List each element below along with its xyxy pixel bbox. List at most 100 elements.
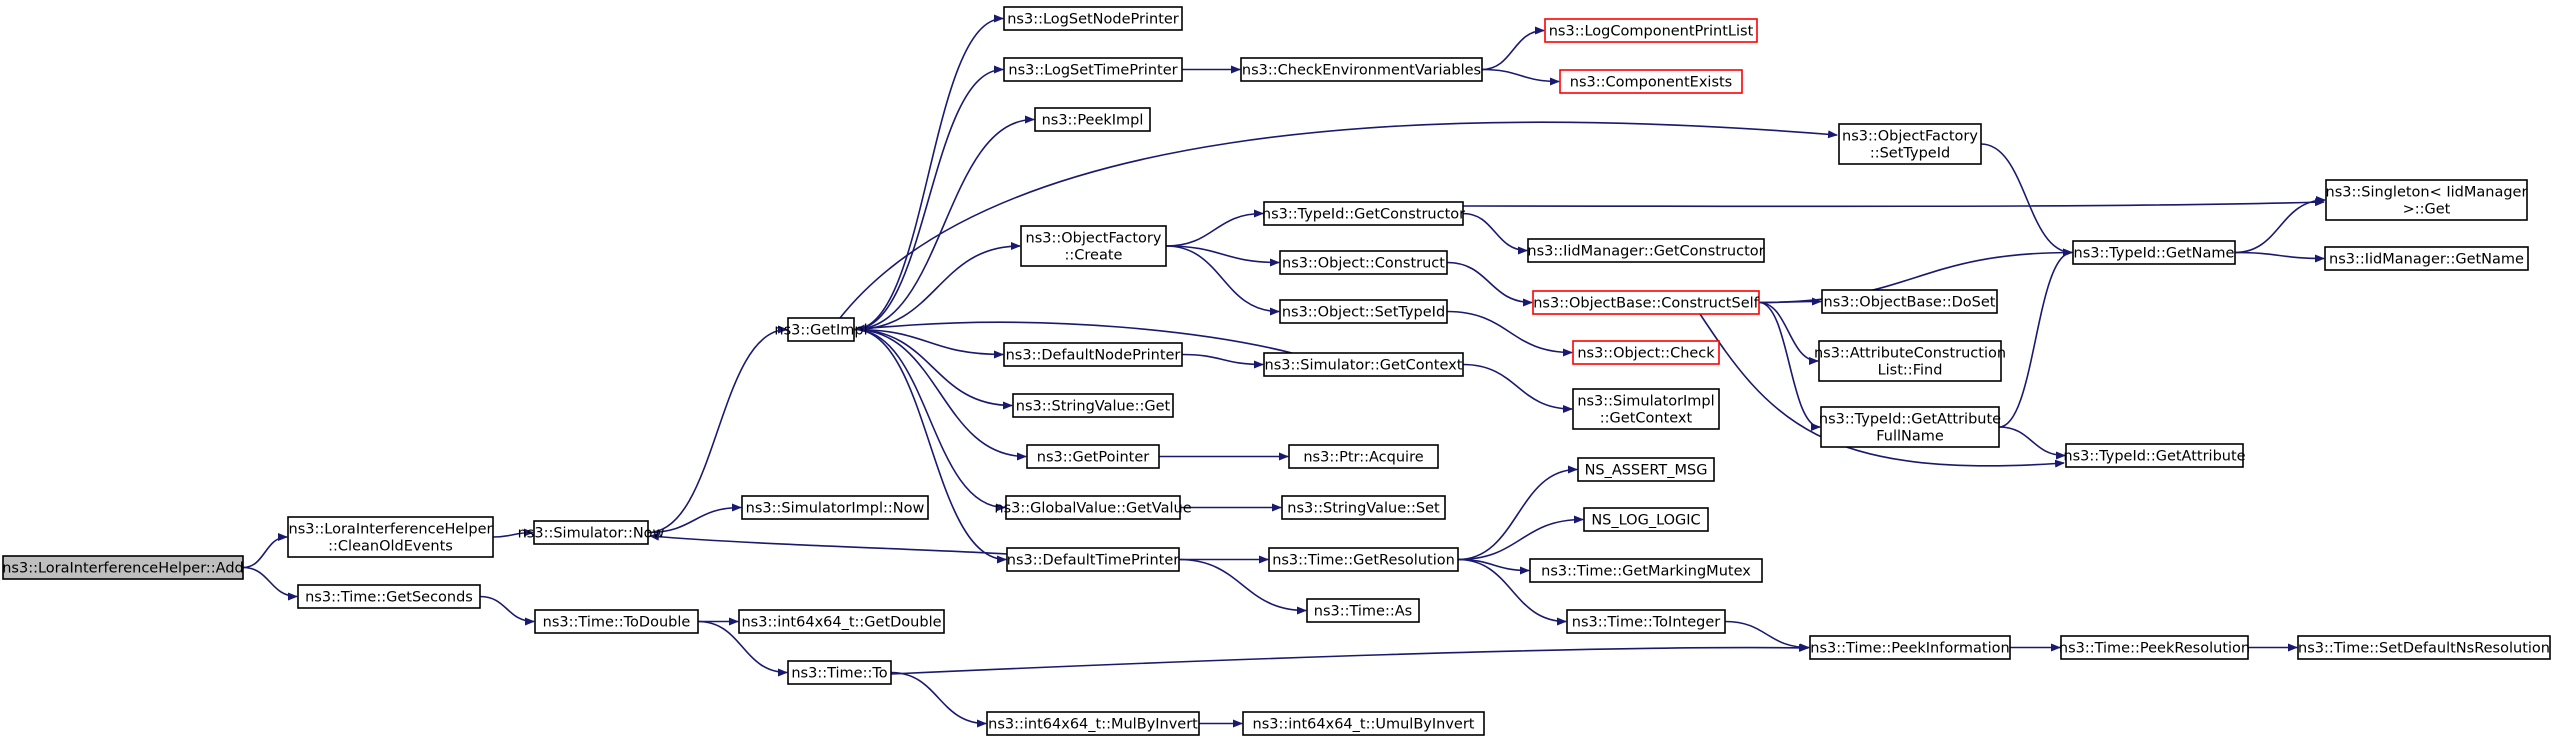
edges-layer <box>242 14 2326 728</box>
node-getpointer[interactable]: ns3::GetPointer <box>1026 444 1160 469</box>
node-label: List::Find <box>1878 363 1943 379</box>
node-box <box>1026 444 1160 469</box>
node-timeas[interactable]: ns3::Time::As <box>1306 598 1420 623</box>
node-strvalset[interactable]: ns3::StringValue::Set <box>1281 495 1446 520</box>
node-getimpl[interactable]: ns3::GetImpl <box>774 317 868 342</box>
node-label: ns3::LogSetTimePrinter <box>1008 63 1177 79</box>
node-compexists[interactable]: ns3::ComponentExists <box>1559 69 1743 94</box>
edge-objbaseconstruct-to-tidgetattr <box>1699 313 2065 468</box>
node-box <box>1279 299 1448 324</box>
node-logsettime[interactable]: ns3::LogSetTimePrinter <box>1003 57 1183 82</box>
node-box <box>1034 107 1151 132</box>
node-tidgetctor[interactable]: ns3::TypeId::GetConstructor <box>1262 201 1465 226</box>
node-box <box>2324 246 2529 271</box>
node-ofcreate[interactable]: ns3::ObjectFactory::Create <box>1020 225 1167 267</box>
node-label: ns3::Simulator::Now <box>518 526 665 542</box>
node-label: ns3::Simulator::GetContext <box>1265 358 1463 374</box>
node-label: ns3::PeekImpl <box>1042 113 1144 129</box>
node-cleanold[interactable]: ns3::LoraInterferenceHelper::CleanOldEve… <box>287 516 494 558</box>
node-ptracquire[interactable]: ns3::Ptr::Acquire <box>1288 444 1439 469</box>
node-mulbyinvert[interactable]: ns3::int64x64_t::MulByInvert <box>986 711 1200 736</box>
node-peekres[interactable]: ns3::Time::PeekResolution <box>2059 635 2250 660</box>
node-box <box>1003 6 1183 31</box>
edge-ofcreate-to-objsettypeid <box>1165 245 1280 316</box>
edge-getresolution-to-nsassert <box>1457 465 1578 561</box>
node-getseconds[interactable]: ns3::Time::GetSeconds <box>297 584 481 609</box>
node-checkenv[interactable]: ns3::CheckEnvironmentVariables <box>1240 57 1483 82</box>
node-simimplgetctx[interactable]: ns3::SimulatorImpl::GetContext <box>1572 388 1720 430</box>
edge-objbaseconstruct-to-objbasedoset <box>1758 297 1822 306</box>
node-label: ns3::AttributeConstruction <box>1814 346 2006 362</box>
node-simnow[interactable]: ns3::Simulator::Now <box>518 520 665 545</box>
node-iidgetctor[interactable]: ns3::IidManager::GetConstructor <box>1527 238 1765 263</box>
node-box <box>533 520 649 545</box>
node-add[interactable]: ns3::LoraInterferenceHelper::Add <box>2 555 244 580</box>
node-box <box>1288 444 1439 469</box>
node-singletonget[interactable]: ns3::Singleton< IidManager >::Get <box>2325 179 2528 221</box>
node-box <box>1583 507 1709 532</box>
node-tidgetattr[interactable]: ns3::TypeId::GetAttribute <box>2063 443 2246 468</box>
node-label: ns3::DefaultNodePrinter <box>1006 348 1181 364</box>
node-box <box>1572 340 1720 365</box>
node-nsloglogic[interactable]: NS_LOG_LOGIC <box>1583 507 1709 532</box>
node-getresolution[interactable]: ns3::Time::GetResolution <box>1268 547 1459 572</box>
node-gvgetvalue[interactable]: ns3::GlobalValue::GetValue <box>994 495 1192 520</box>
node-label: ns3::Time::PeekInformation <box>1810 641 2009 657</box>
edge-simnow-to-simimplnow <box>647 503 742 534</box>
node-objbaseconstruct[interactable]: ns3::ObjectBase::ConstructSelf <box>1532 290 1760 315</box>
node-simgetctx[interactable]: ns3::Simulator::GetContext <box>1263 352 1464 377</box>
node-logcomplist[interactable]: ns3::LogComponentPrintList <box>1544 18 1758 43</box>
node-box <box>1577 457 1715 482</box>
node-label: ns3::Time::GetMarkingMutex <box>1541 564 1751 580</box>
node-label: ns3::TypeId::GetAttribute <box>2063 449 2245 465</box>
node-box <box>2325 179 2528 221</box>
edge-objconstruct-to-objbaseconstruct <box>1446 261 1533 307</box>
node-setdefaultres[interactable]: ns3::Time::SetDefaultNsResolution <box>2297 635 2551 660</box>
node-label: ns3::ObjectFactory <box>1842 129 1978 145</box>
node-getdouble[interactable]: ns3::int64x64_t::GetDouble <box>738 609 945 634</box>
node-label: ns3::ComponentExists <box>1570 75 1733 91</box>
edge-deftimeprinter-to-simnow <box>649 532 1008 555</box>
node-box <box>738 609 945 634</box>
node-ofsettypeid[interactable]: ns3::ObjectFactory::SetTypeId <box>1838 123 1982 165</box>
node-umulbyinvert[interactable]: ns3::int64x64_t::UmulByInvert <box>1242 711 1485 736</box>
node-label: ns3::TypeId::GetAttribute <box>1819 412 2001 428</box>
node-deftimeprinter[interactable]: ns3::DefaultTimePrinter <box>1006 547 1180 572</box>
node-label: ns3::int64x64_t::UmulByInvert <box>1253 717 1475 733</box>
node-peekinfo[interactable]: ns3::Time::PeekInformation <box>1809 635 2011 660</box>
node-label: ns3::Time::ToInteger <box>1572 615 1720 631</box>
edge-add-to-getseconds <box>242 566 298 601</box>
node-label: ns3::Time::PeekResolution <box>2059 641 2250 657</box>
node-tointeger[interactable]: ns3::Time::ToInteger <box>1566 609 1726 634</box>
node-label: ns3::CheckEnvironmentVariables <box>1242 63 1481 79</box>
edge-simnow-to-getimpl <box>647 325 788 534</box>
edge-getimpl-to-getpointer <box>853 328 1027 461</box>
node-box <box>2297 635 2551 660</box>
node-label: ns3::int64x64_t::MulByInvert <box>988 717 1198 733</box>
node-objbasedoset[interactable]: ns3::ObjectBase::DoSet <box>1821 289 1998 314</box>
node-label: ns3::LogComponentPrintList <box>1549 24 1754 40</box>
node-objcheck[interactable]: ns3::Object::Check <box>1572 340 1720 365</box>
node-nsassert[interactable]: NS_ASSERT_MSG <box>1577 457 1715 482</box>
node-label: ns3::ObjectBase::ConstructSelf <box>1533 296 1759 312</box>
node-objconstruct[interactable]: ns3::Object::Construct <box>1279 250 1448 275</box>
node-box <box>1005 495 1181 520</box>
node-iidgetname[interactable]: ns3::IidManager::GetName <box>2324 246 2529 271</box>
node-todouble[interactable]: ns3::Time::ToDouble <box>534 609 699 634</box>
edge-cleanold-to-simnow <box>492 528 534 538</box>
node-box <box>534 609 699 634</box>
node-strvalget[interactable]: ns3::StringValue::Get <box>1012 393 1174 418</box>
node-objsettypeid[interactable]: ns3::Object::SetTypeId <box>1279 299 1448 324</box>
node-timeto[interactable]: ns3::Time::To <box>787 660 892 685</box>
node-getmarkingmutex[interactable]: ns3::Time::GetMarkingMutex <box>1529 558 1763 583</box>
node-peekimpl[interactable]: ns3::PeekImpl <box>1034 107 1151 132</box>
node-tidgetname[interactable]: ns3::TypeId::GetName <box>2072 240 2236 265</box>
node-box <box>1566 609 1726 634</box>
node-box <box>2065 443 2244 468</box>
node-simimplnow[interactable]: ns3::SimulatorImpl::Now <box>741 495 929 520</box>
edge-simgetctx-to-getimpl <box>855 321 1293 354</box>
node-logsetnode[interactable]: ns3::LogSetNodePrinter <box>1003 6 1183 31</box>
node-defnodeprinter[interactable]: ns3::DefaultNodePrinter <box>1003 342 1183 367</box>
